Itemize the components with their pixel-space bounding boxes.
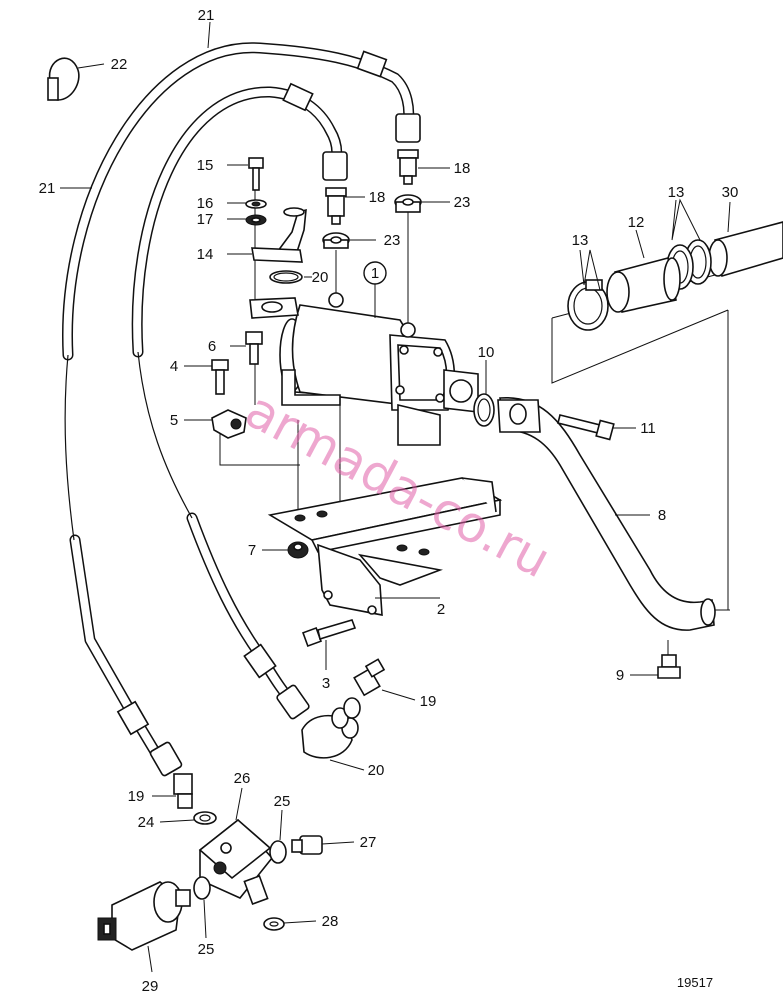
exhaust-pipe-8 bbox=[497, 397, 716, 631]
union-18-left bbox=[325, 187, 347, 225]
label-13-right: 13 bbox=[668, 184, 685, 201]
label-26: 26 bbox=[234, 770, 251, 787]
hose-nut-bottom-right bbox=[243, 643, 310, 720]
label-27: 27 bbox=[360, 834, 377, 851]
drawing-number: 19517 bbox=[677, 975, 713, 990]
hose-nut-top-right bbox=[356, 50, 421, 143]
clamp-13-left bbox=[567, 279, 609, 331]
part-labels: 1 2 3 4 5 6 7 8 9 10 11 12 13 13 14 15 1… bbox=[39, 7, 739, 995]
clamp-5 bbox=[211, 409, 247, 439]
label-19-right: 19 bbox=[420, 693, 437, 710]
label-18-left: 18 bbox=[369, 189, 386, 206]
plug-27 bbox=[291, 835, 323, 855]
washer-25-upper bbox=[269, 840, 287, 864]
washer-16 bbox=[245, 199, 267, 209]
label-20-upper: 20 bbox=[312, 269, 329, 286]
hose-30 bbox=[708, 221, 783, 278]
label-14: 14 bbox=[197, 246, 214, 263]
label-8: 8 bbox=[658, 507, 666, 524]
label-4: 4 bbox=[170, 358, 178, 375]
label-18-right: 18 bbox=[454, 160, 471, 177]
washer-28 bbox=[263, 917, 285, 931]
heat-exchanger bbox=[249, 207, 479, 446]
label-1: 1 bbox=[371, 265, 379, 282]
label-19-left: 19 bbox=[128, 788, 145, 805]
washers-19-lower bbox=[331, 697, 361, 729]
label-17: 17 bbox=[197, 211, 214, 228]
label-30: 30 bbox=[722, 184, 739, 201]
hose-nut-top-left bbox=[282, 82, 348, 181]
hose-clip-22 bbox=[47, 57, 80, 101]
label-13-left: 13 bbox=[572, 232, 589, 249]
washer-25-lower bbox=[193, 876, 211, 900]
elbow-20-lower bbox=[301, 714, 359, 759]
label-2: 2 bbox=[437, 601, 445, 618]
label-21-top: 21 bbox=[198, 7, 215, 24]
label-22: 22 bbox=[111, 56, 128, 73]
nut-7 bbox=[287, 541, 309, 559]
label-21-left: 21 bbox=[39, 180, 56, 197]
sensor-29 bbox=[97, 881, 191, 951]
hose-outer bbox=[62, 42, 415, 766]
adapter-19-right bbox=[353, 658, 386, 697]
hose-nut-bottom-left bbox=[116, 700, 183, 777]
washer-24 bbox=[193, 811, 217, 825]
label-25-upper: 25 bbox=[274, 793, 291, 810]
label-12: 12 bbox=[628, 214, 645, 231]
screw-11 bbox=[557, 414, 615, 441]
label-11: 11 bbox=[640, 420, 656, 437]
label-16: 16 bbox=[197, 195, 214, 212]
screw-15 bbox=[248, 157, 264, 191]
screw-6 bbox=[245, 331, 263, 365]
washer-17 bbox=[245, 214, 267, 226]
plug-9 bbox=[657, 654, 681, 679]
label-6: 6 bbox=[208, 338, 216, 355]
label-3: 3 bbox=[322, 675, 330, 692]
hose-inner bbox=[131, 86, 343, 711]
label-20-lower: 20 bbox=[368, 762, 385, 779]
leader-lines bbox=[60, 21, 731, 973]
o-ring-20-upper bbox=[269, 270, 303, 284]
screw-3 bbox=[302, 619, 357, 647]
rubber-hose-12 bbox=[606, 257, 681, 313]
o-ring-10 bbox=[473, 393, 495, 427]
manifold-block-26 bbox=[198, 818, 274, 906]
union-18-right bbox=[397, 149, 419, 185]
screw-4 bbox=[211, 359, 229, 395]
callout-circle-1 bbox=[363, 261, 387, 285]
label-25-lower: 25 bbox=[198, 941, 215, 958]
label-29: 29 bbox=[142, 978, 159, 995]
label-5: 5 bbox=[170, 412, 178, 429]
adapter-19-left bbox=[173, 773, 193, 809]
label-10: 10 bbox=[478, 344, 495, 361]
washer-23-left bbox=[322, 232, 350, 249]
washer-23-right bbox=[394, 194, 422, 213]
label-7: 7 bbox=[248, 542, 256, 559]
label-9: 9 bbox=[616, 667, 624, 684]
label-28: 28 bbox=[322, 913, 339, 930]
bracket-2 bbox=[267, 477, 503, 616]
label-15: 15 bbox=[197, 157, 214, 174]
label-23-left: 23 bbox=[384, 232, 401, 249]
label-24: 24 bbox=[138, 814, 155, 831]
label-23-right: 23 bbox=[454, 194, 471, 211]
